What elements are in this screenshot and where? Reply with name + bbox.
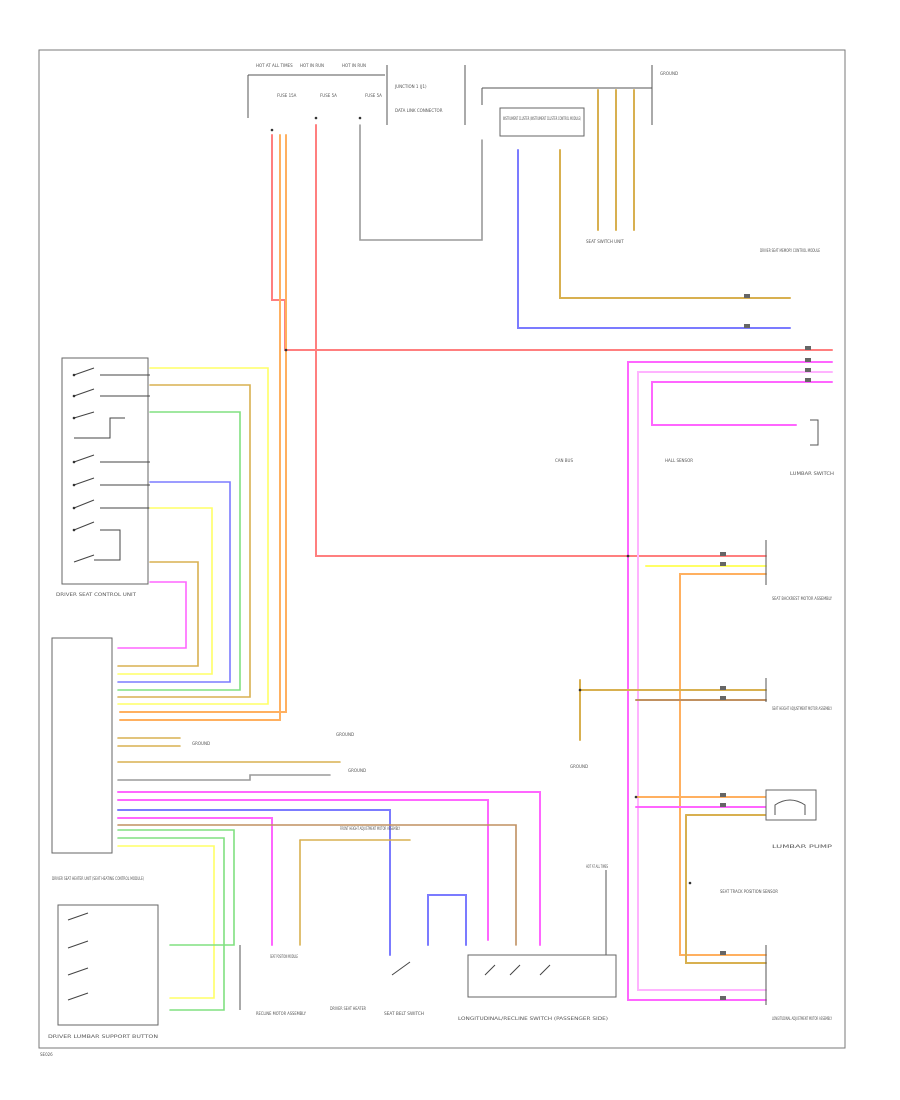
- power-label-2: HOT IN RUN: [300, 63, 324, 68]
- wire-pink-left-1: [117, 581, 187, 649]
- wire-yellow-lower: [117, 845, 215, 999]
- longitudinal-motor-label: LONGITUDINAL ADJUSTMENT MOTOR ASSEMBLY: [772, 1016, 832, 1021]
- wire-gray-1: [359, 124, 483, 241]
- wire-pink-lower-1: [117, 791, 541, 946]
- driver-seat-heater-label: DRIVER SEAT HEATER: [330, 1006, 366, 1011]
- wire-pink-right-2: [651, 381, 833, 426]
- hall-sensor-label: HALL SENSOR: [665, 458, 693, 463]
- wire-red-power: [271, 134, 833, 351]
- driver-lumbar-button-label: DRIVER LUMBAR SUPPORT BUTTON: [48, 1034, 158, 1039]
- bottom-components: HOT AT ALL TIMES LONGITUDINAL/RECLINE SW…: [192, 732, 617, 1021]
- wire-orange-right: [679, 573, 767, 956]
- seat-track-sensor-label: SEAT TRACK POSITION SENSOR: [720, 889, 778, 894]
- can-bus-label: CAN BUS: [555, 458, 573, 463]
- power-label-1: HOT AT ALL TIMES: [256, 63, 293, 68]
- instrument-cluster-box: [499, 107, 585, 137]
- wire-brown-lower: [117, 824, 517, 946]
- wire-tan-right-4: [685, 814, 767, 964]
- seat-switch-unit-label: SEAT SWITCH UNIT: [586, 239, 624, 244]
- wires: [117, 89, 833, 1011]
- wire-blue-lower-2: [427, 894, 467, 946]
- seat-belt-switch-symbol: [391, 961, 411, 976]
- right-components: DRIVER SEAT MEMORY CONTROL MODULE CAN BU…: [555, 239, 834, 1021]
- wire-green-lower-2: [117, 829, 235, 946]
- longitudinal-switch-label: LONGITUDINAL/RECLINE SWITCH (PASSENGER S…: [458, 1016, 609, 1021]
- driver-seat-heater-unit: DRIVER SEAT HEATER UNIT (SEAT HEATING CO…: [51, 637, 144, 881]
- instrument-cluster-label: INSTRUMENT CLUSTER (INSTRUMENT CLUSTER C…: [503, 116, 581, 121]
- hot-at-all-times-4-label: HOT AT ALL TIMES: [586, 864, 608, 869]
- fuse-label-2: FUSE 5A: [320, 93, 337, 98]
- seat-memory-label: DRIVER SEAT MEMORY CONTROL MODULE: [760, 248, 820, 253]
- fuse-label-3: FUSE 5A: [365, 93, 382, 98]
- power-label-3: HOT IN RUN: [342, 63, 366, 68]
- wire-light-pink-right: [637, 371, 833, 991]
- wire-pink-right-1: [627, 361, 833, 1001]
- instrument-cluster-group: INSTRUMENT CLUSTER (INSTRUMENT CLUSTER C…: [464, 65, 678, 137]
- wire-blue-left-1: [117, 481, 231, 683]
- longitudinal-switch-box: [467, 954, 617, 998]
- wire-orange-1: [119, 134, 281, 721]
- ground-label-5: GROUND: [348, 768, 366, 773]
- ground-label-1: GROUND: [660, 71, 678, 76]
- driver-seat-control-unit: DRIVER SEAT CONTROL UNIT: [56, 357, 150, 597]
- driver-lumbar-button: DRIVER LUMBAR SUPPORT BUTTON: [48, 904, 159, 1039]
- recline-motor-label: RECLINE MOTOR ASSEMBLY: [256, 1011, 307, 1016]
- lumbar-switch-label: LUMBAR SWITCH: [790, 471, 834, 476]
- ground-label-4: GROUND: [192, 741, 210, 746]
- wire-tan-left-2: [117, 561, 199, 667]
- fuse-label-1: FUSE 15A: [277, 93, 297, 98]
- driver-seat-control-unit-label: DRIVER SEAT CONTROL UNIT: [56, 592, 137, 597]
- wire-blue-lower: [117, 809, 391, 956]
- seat-position-module-label: SEAT POSITION MODULE: [270, 954, 298, 959]
- wire-pink-lower-2: [117, 799, 489, 941]
- wire-yellow-left-2: [117, 507, 213, 675]
- seat-belt-switch-label: SEAT BELT SWITCH: [384, 1011, 424, 1016]
- connector-tags: [284, 294, 811, 1000]
- wire-blue-cluster: [517, 149, 791, 329]
- wire-green-left-1: [117, 411, 241, 691]
- driver-seat-heater-unit-label: DRIVER SEAT HEATER UNIT (SEAT HEATING CO…: [52, 876, 144, 881]
- footer-code: SE026: [40, 1052, 53, 1057]
- wire-green-lower: [117, 837, 225, 1011]
- wire-gray-lower: [117, 774, 331, 781]
- wire-tan-cluster: [559, 149, 791, 299]
- wire-red-run: [315, 124, 767, 557]
- front-height-motor-label: FRONT HEIGHT ADJUSTMENT MOTOR ASSEMBLY: [340, 826, 400, 831]
- wire-tan-left-1: [117, 384, 251, 698]
- junction-label: JUNCTION 1 (J1): [394, 84, 427, 89]
- seat-height-motor-label: SEAT HEIGHT ADJUSTMENT MOTOR ASSEMBLY: [772, 706, 832, 711]
- power-distribution-group: HOT AT ALL TIMES HOT IN RUN HOT IN RUN F…: [247, 63, 443, 132]
- seat-backrest-motor-label: SEAT BACKREST MOTOR ASSEMBLY: [772, 596, 832, 601]
- diagram-frame: [38, 49, 846, 1049]
- ground-label-3: GROUND: [336, 732, 354, 737]
- wire-yellow-left-1: [117, 367, 269, 705]
- wire-pink-lower-3: [117, 817, 273, 946]
- ground-label-2: GROUND: [570, 764, 588, 769]
- data-link-label: DATA LINK CONNECTOR: [395, 108, 443, 113]
- wire-orange-2: [119, 134, 287, 713]
- lumbar-pump-label: LUMBAR PUMP: [772, 844, 833, 849]
